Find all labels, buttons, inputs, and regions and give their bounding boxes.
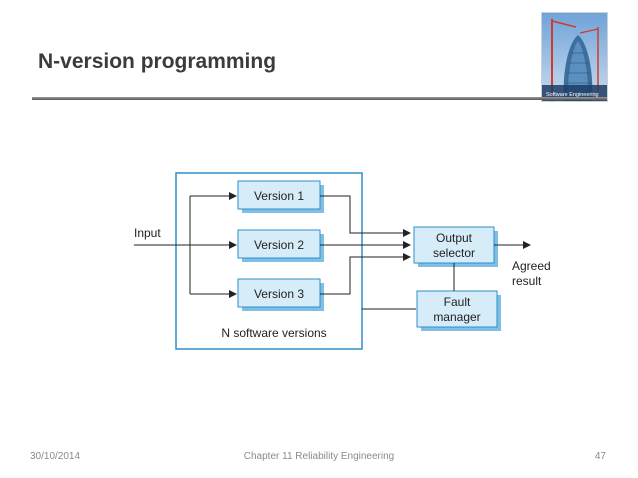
footer-chapter: Chapter 11 Reliability Engineering xyxy=(243,451,395,462)
selector-label-line1: Output xyxy=(436,231,473,245)
selector-label-line2: selector xyxy=(433,246,475,260)
version-label-3: Version 3 xyxy=(254,287,304,301)
input-label: Input xyxy=(134,226,161,240)
version-box-2: Version 2 xyxy=(237,229,324,262)
group-label: N software versions xyxy=(221,326,326,340)
book-cover-icon: Software Engineering xyxy=(541,12,608,102)
fault-label-line2: manager xyxy=(433,310,480,324)
result-label-line1: Agreed xyxy=(512,259,551,273)
fault-label-line1: Fault xyxy=(444,295,471,309)
version-label-2: Version 2 xyxy=(254,238,304,252)
version-box-3: Version 3 xyxy=(237,278,324,311)
version-box-1: Version 1 xyxy=(237,180,324,213)
footer-date: 30/10/2014 xyxy=(30,451,81,462)
cover-title: Software Engineering xyxy=(546,92,599,98)
output-lines xyxy=(453,241,531,291)
version-label-1: Version 1 xyxy=(254,189,304,203)
output-selector-box: Output selector xyxy=(413,226,498,267)
version-output-lines xyxy=(320,195,416,310)
book-cover-image: Software Engineering xyxy=(542,13,607,101)
fault-manager-box: Fault manager xyxy=(416,290,501,331)
title-divider xyxy=(32,97,607,100)
input-lines xyxy=(134,192,237,298)
footer-page-number: 47 xyxy=(594,451,606,462)
slide-title: N-version programming xyxy=(38,50,277,73)
result-label-line2: result xyxy=(512,274,542,288)
